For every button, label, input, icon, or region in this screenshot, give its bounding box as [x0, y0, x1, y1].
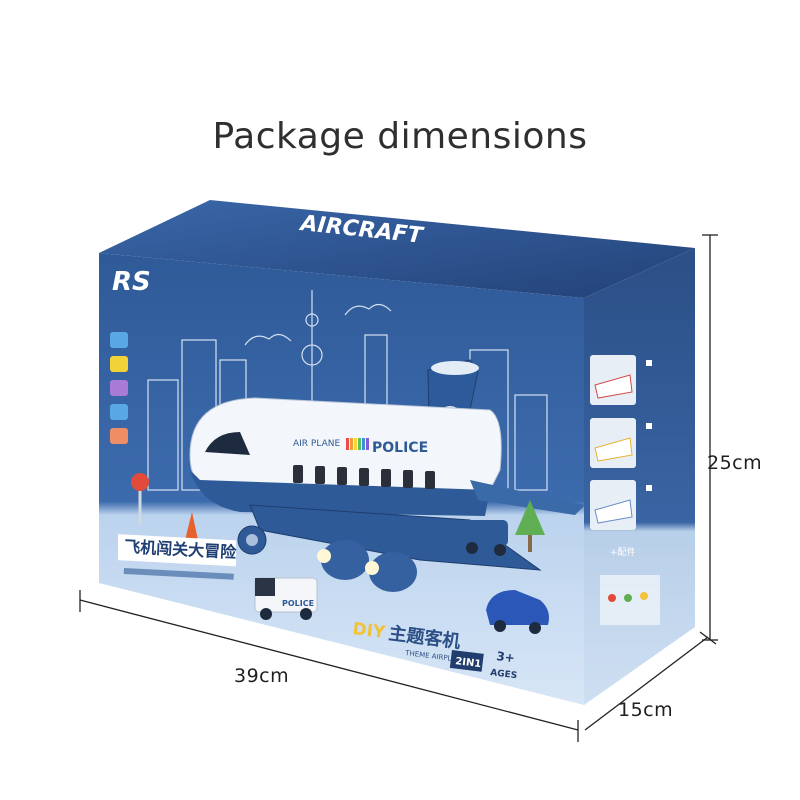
brand-logo: RS	[112, 267, 151, 297]
accessories-text: +配件	[610, 546, 636, 558]
police-van: POLICE	[254, 577, 318, 620]
ages-badge: 3+ AGES	[490, 649, 518, 681]
depth-label: 15cm	[618, 699, 674, 721]
rainbow-stripe	[346, 438, 369, 450]
fuselage-badge-text: POLICE	[372, 440, 428, 456]
box-top-face	[99, 200, 695, 298]
ages-sub-text: AGES	[490, 668, 518, 681]
height-label: 25cm	[707, 452, 763, 474]
airplane-toy: AIR PLANE POLICE	[189, 359, 585, 592]
police-car-blue	[486, 590, 549, 634]
police-jeep	[462, 520, 508, 556]
depth-dimension-line	[584, 636, 709, 731]
width-dimension-line	[79, 599, 579, 731]
fuselage-left-text: AIR PLANE	[293, 439, 340, 449]
ages-text: 3+	[496, 649, 516, 665]
brand-text: RS	[112, 267, 151, 297]
two-in-one-badge: 2IN1	[449, 650, 484, 672]
feature-icons	[110, 332, 128, 444]
page-title: Package dimensions	[212, 116, 588, 157]
tree-icon	[515, 500, 545, 552]
width-label: 39cm	[234, 665, 290, 687]
chinese-title-banner: 飞机闯关大冒险	[118, 534, 238, 580]
road-sign	[131, 473, 149, 525]
side-product-previews: +配件	[590, 355, 660, 625]
car-label-text: POLICE	[282, 599, 314, 608]
passenger-windows	[293, 465, 435, 489]
dimension-lines	[79, 234, 718, 742]
diy-prefix-text: DIY	[351, 619, 387, 643]
two-in-one-text: 2IN1	[455, 656, 482, 670]
box-side-face	[584, 248, 695, 705]
